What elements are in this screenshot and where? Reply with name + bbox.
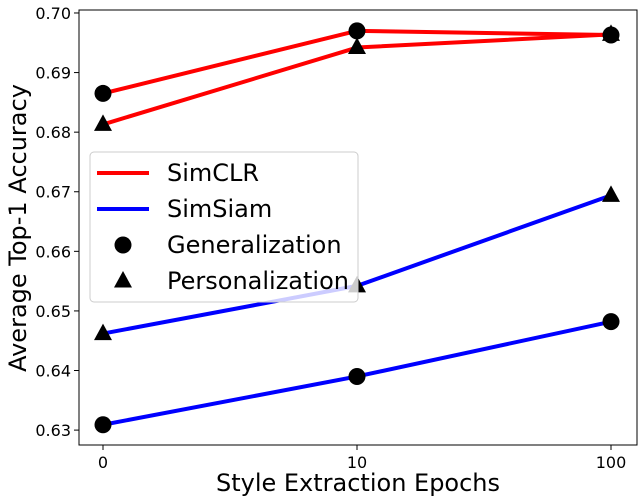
y-axis-title: Average Top-1 Accuracy — [4, 84, 32, 372]
y-tick-label: 0.64 — [35, 362, 71, 381]
data-point-triangle — [94, 114, 112, 131]
legend-label: Personalization — [167, 267, 349, 295]
y-tick-label: 0.69 — [35, 64, 71, 83]
markers-simclr-personalization — [94, 24, 620, 131]
y-tick-label: 0.68 — [35, 123, 71, 142]
data-point-triangle — [94, 323, 112, 341]
legend-box — [89, 151, 359, 303]
y-tick-label: 0.67 — [35, 183, 71, 202]
data-point-triangle — [602, 24, 620, 41]
markers-simsiam-generalization — [94, 313, 620, 434]
y-tick-label: 0.66 — [35, 242, 71, 261]
legend: SimCLR SimSiamGeneralizationPersonalizati… — [89, 151, 359, 303]
data-point-triangle — [602, 185, 620, 202]
y-tick-label: 0.65 — [35, 302, 71, 321]
legend-label: Generalization — [167, 231, 342, 259]
legend-triangle-marker — [114, 271, 132, 288]
legend-label: SimSiam — [167, 195, 272, 223]
x-tick-label: 10 — [347, 453, 367, 472]
x-tick-label: 100 — [596, 453, 627, 472]
data-point-circle — [94, 84, 112, 102]
y-tick-label: 0.63 — [35, 421, 71, 440]
legend-circle-marker — [114, 236, 132, 254]
x-tick-label: 0 — [98, 453, 108, 472]
data-point-triangle — [348, 37, 366, 55]
x-axis-title: Style Extraction Epochs — [216, 469, 500, 497]
legend-label: SimCLR — [167, 159, 259, 187]
axes: 0 10 100 0.63 0.64 0.65 0.66 0.67 0.68 0.69 0.70 — [35, 4, 626, 472]
data-point-circle — [348, 367, 366, 385]
data-point-circle — [348, 22, 366, 40]
data-point-circle — [602, 313, 620, 331]
data-point-circle — [94, 416, 112, 434]
y-tick-label: 0.70 — [35, 4, 71, 23]
